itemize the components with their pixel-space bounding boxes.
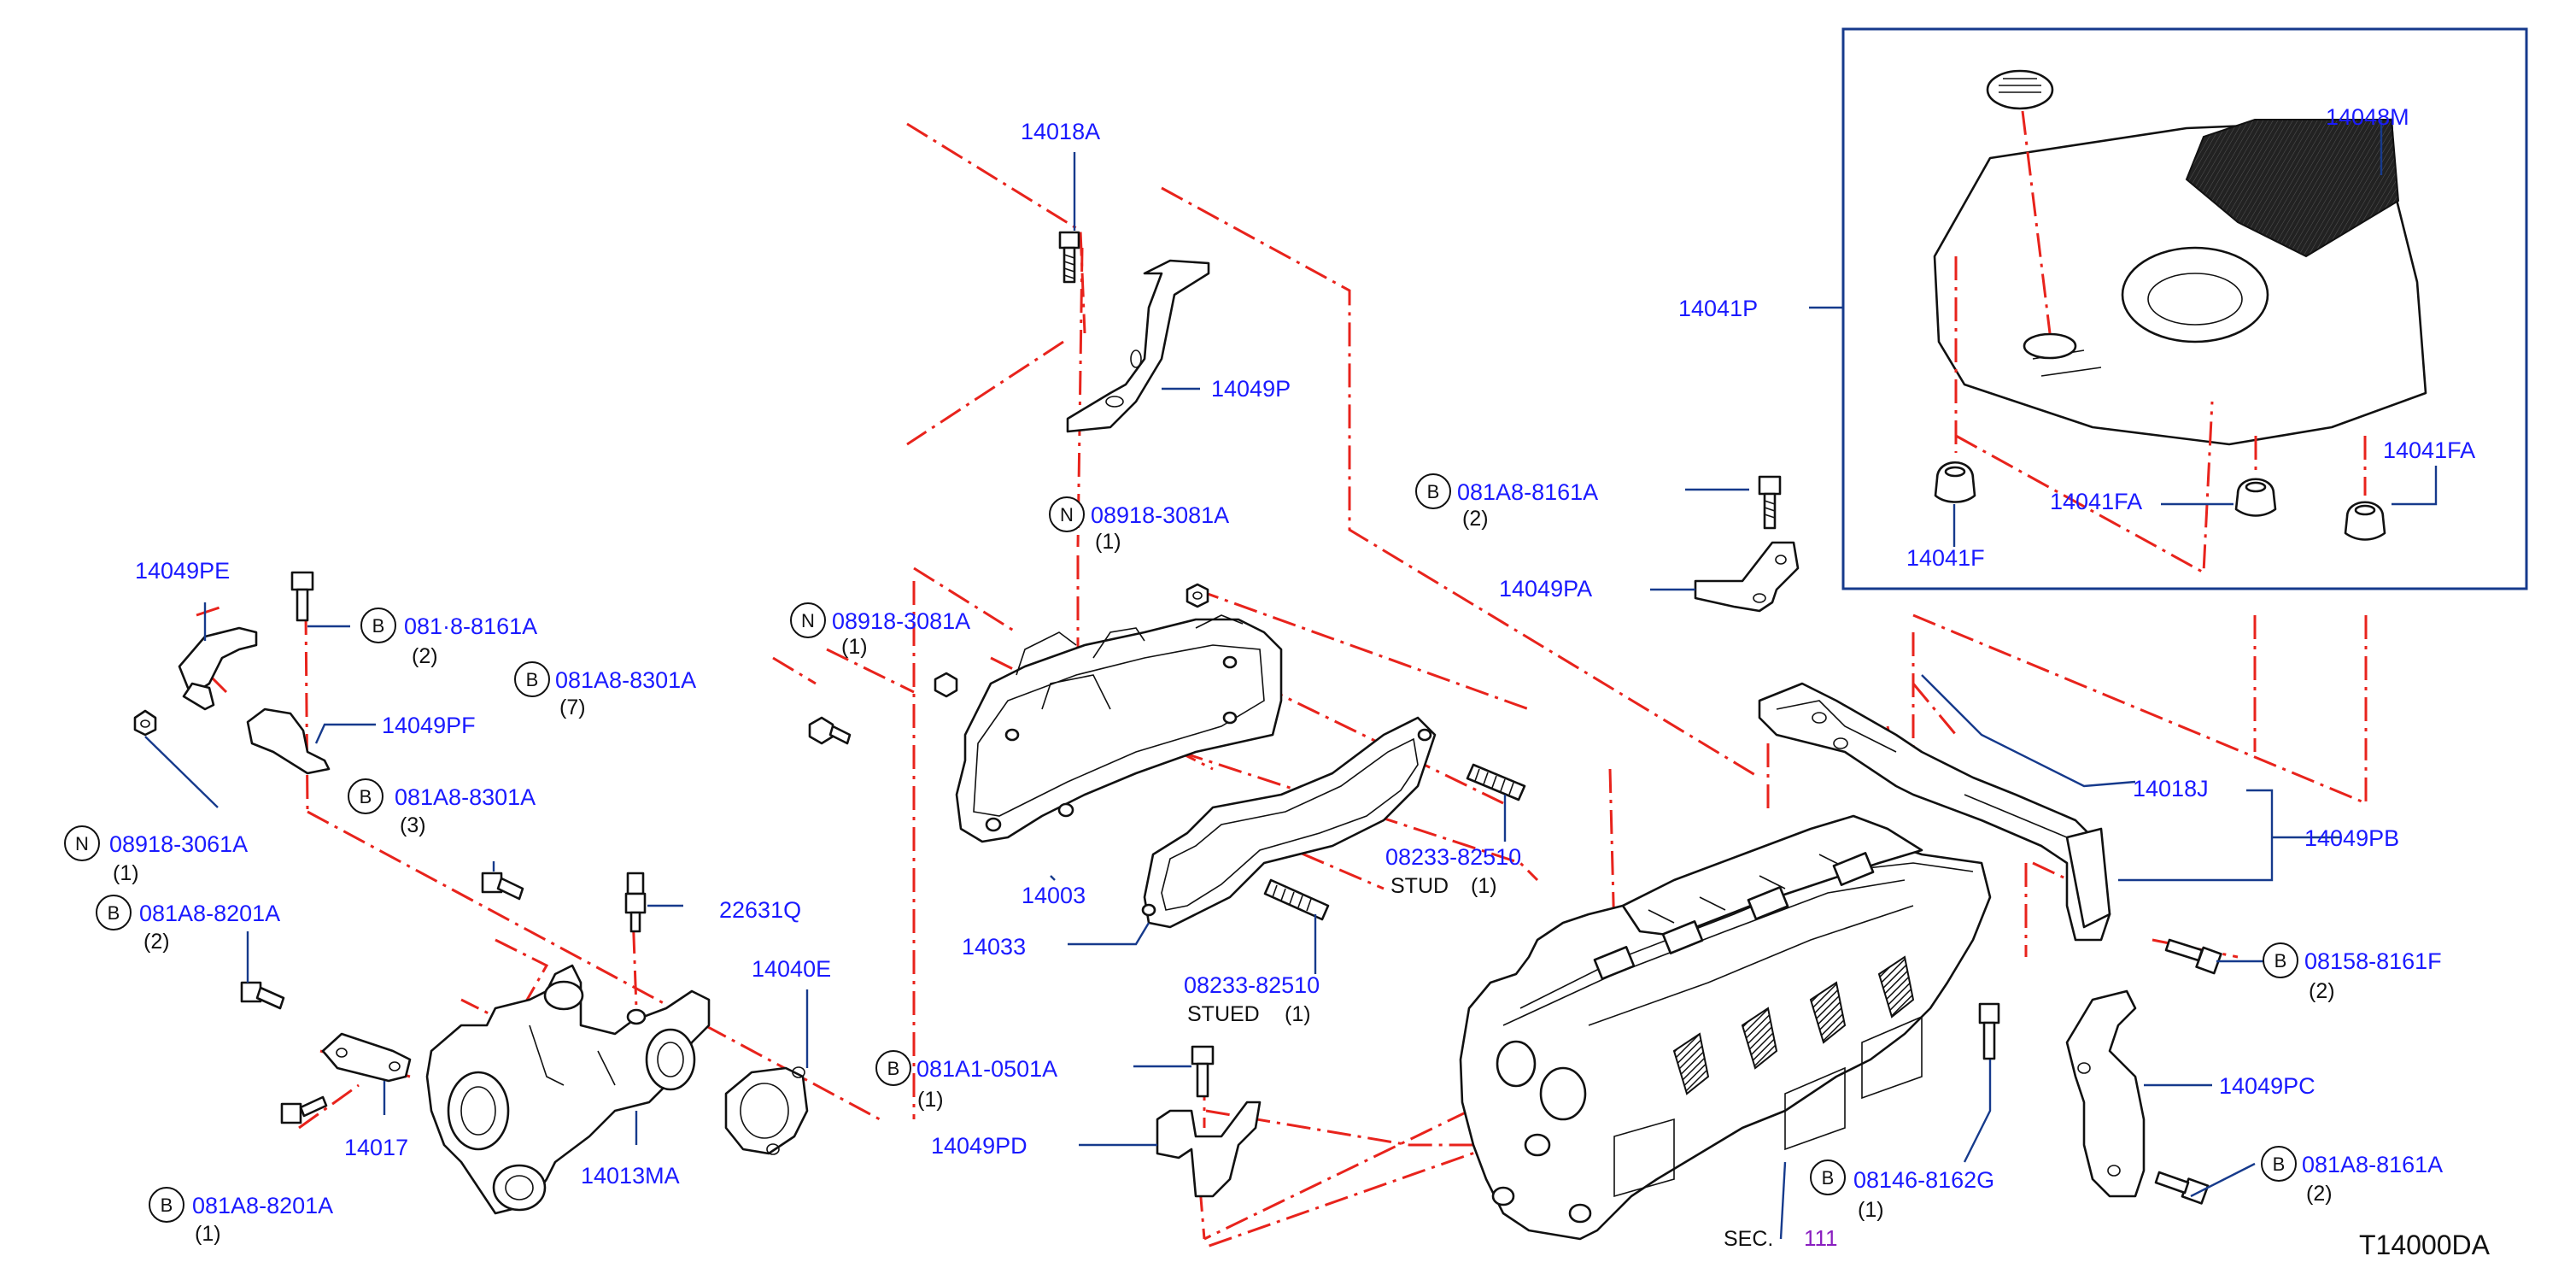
label-14033: 14033	[962, 934, 1026, 960]
svg-text:B: B	[360, 786, 372, 807]
engine-cover-inset	[1809, 27, 2528, 590]
part-labels: 14018A 14049P 14041P 14048M 14041F 14041…	[64, 104, 2491, 1260]
label-22631Q: 22631Q	[719, 897, 801, 923]
leader-lines	[144, 152, 2340, 1240]
label-14018J: 14018J	[2133, 776, 2209, 801]
svg-text:B: B	[1822, 1167, 1835, 1189]
svg-text:(1): (1)	[113, 861, 139, 885]
svg-text:(2): (2)	[1462, 507, 1489, 531]
svg-text:STUED: STUED	[1187, 1002, 1260, 1026]
fastener-f4: B 081·8-8161A (2)	[360, 608, 537, 668]
label-14049PB: 14049PB	[2304, 825, 2399, 851]
label-14049PE: 14049PE	[135, 558, 230, 584]
fastener-f3: B 081A8-8161A (2)	[1415, 473, 1598, 531]
svg-text:(1): (1)	[1858, 1198, 1884, 1222]
svg-text:081A8-8201A: 081A8-8201A	[139, 901, 280, 926]
svg-text:08918-3061A: 08918-3061A	[109, 831, 248, 857]
svg-text:081A8-8301A: 081A8-8301A	[395, 784, 536, 810]
svg-text:(2): (2)	[2309, 979, 2335, 1003]
svg-text:08233-82510: 08233-82510	[1184, 972, 1320, 998]
stud-s1: 08233-82510 STUD (1)	[1385, 844, 1521, 898]
svg-text:B: B	[108, 902, 120, 924]
label-14048M: 14048M	[2326, 104, 2409, 130]
fastener-f9: B 081A8-8201A (1)	[149, 1187, 333, 1246]
fastener-f10: B 081A1-0501A (1)	[875, 1050, 1057, 1112]
label-14049P: 14049P	[1211, 376, 1291, 402]
svg-text:B: B	[2274, 950, 2287, 972]
label-14049PC: 14049PC	[2219, 1073, 2315, 1099]
label-14049PF: 14049PF	[382, 713, 476, 738]
svg-text:081A1-0501A: 081A1-0501A	[916, 1056, 1057, 1082]
svg-text:081·8-8161A: 081·8-8161A	[404, 613, 537, 639]
svg-text:111: 111	[1804, 1225, 1838, 1251]
svg-text:(2): (2)	[2306, 1182, 2333, 1206]
svg-text:08158-8161F: 08158-8161F	[2304, 948, 2442, 974]
svg-text:08233-82510: 08233-82510	[1385, 844, 1521, 870]
label-14041P: 14041P	[1678, 296, 1758, 321]
svg-text:(1): (1)	[195, 1222, 221, 1246]
label-14041FA-2: 14041FA	[2383, 437, 2475, 463]
svg-text:081A8-8301A: 081A8-8301A	[555, 667, 696, 693]
fastener-f1: N 08918-3081A (1)	[1049, 496, 1229, 554]
label-14013MA: 14013MA	[581, 1163, 680, 1189]
fastener-f12: B 08146-8162G (1)	[1810, 1159, 1994, 1222]
svg-text:N: N	[1060, 504, 1074, 525]
svg-text:(2): (2)	[143, 930, 170, 954]
fastener-f13: B 081A8-8161A (2)	[2261, 1146, 2443, 1206]
svg-text:081A8-8161A: 081A8-8161A	[1457, 479, 1598, 505]
part-shapes	[133, 231, 2222, 1241]
label-14040E: 14040E	[752, 956, 831, 982]
svg-text:N: N	[801, 610, 815, 631]
fastener-f5: B 081A8-8301A (7)	[514, 661, 696, 719]
svg-text:(1): (1)	[1471, 874, 1497, 898]
label-14041FA-1: 14041FA	[2050, 489, 2142, 514]
label-14018A: 14018A	[1021, 119, 1100, 144]
fastener-f2: N 08918-3081A (1)	[790, 602, 970, 659]
svg-text:B: B	[161, 1195, 173, 1216]
fastener-f6: N 08918-3061A (1)	[64, 825, 248, 885]
svg-text:N: N	[75, 833, 89, 854]
svg-text:081A8-8161A: 081A8-8161A	[2302, 1152, 2443, 1177]
fastener-f7: B 081A8-8301A (3)	[348, 778, 536, 837]
label-14049PD: 14049PD	[931, 1133, 1027, 1159]
svg-text:(7): (7)	[559, 696, 586, 719]
svg-text:(1): (1)	[1095, 530, 1121, 554]
svg-text:B: B	[887, 1058, 900, 1079]
svg-text:(2): (2)	[412, 644, 438, 668]
svg-text:08918-3081A: 08918-3081A	[832, 608, 970, 634]
diagram-code: T14000DA	[2359, 1230, 2491, 1260]
svg-text:B: B	[526, 669, 539, 690]
svg-text:(3): (3)	[400, 813, 426, 837]
label-14049PA: 14049PA	[1499, 576, 1592, 602]
fastener-f8: B 081A8-8201A (2)	[96, 895, 280, 954]
fastener-f11: B 08158-8161F (2)	[2263, 942, 2442, 1003]
svg-text:(1): (1)	[841, 635, 868, 659]
svg-text:08146-8162G: 08146-8162G	[1853, 1167, 1994, 1193]
stud-s2: 08233-82510 STUED (1)	[1184, 972, 1320, 1026]
svg-text:STUD: STUD	[1390, 874, 1449, 898]
label-14017: 14017	[344, 1135, 408, 1160]
svg-text:(1): (1)	[917, 1088, 944, 1112]
label-14003: 14003	[1022, 883, 1086, 908]
svg-text:08918-3081A: 08918-3081A	[1091, 502, 1229, 528]
section-reference: SEC. 111	[1724, 1225, 1838, 1251]
svg-text:SEC.: SEC.	[1724, 1227, 1773, 1251]
svg-text:081A8-8201A: 081A8-8201A	[192, 1193, 333, 1218]
svg-text:B: B	[2273, 1154, 2286, 1175]
svg-text:(1): (1)	[1285, 1002, 1311, 1026]
svg-text:B: B	[1427, 481, 1440, 502]
svg-text:B: B	[372, 615, 385, 637]
label-14041F: 14041F	[1906, 545, 1985, 571]
